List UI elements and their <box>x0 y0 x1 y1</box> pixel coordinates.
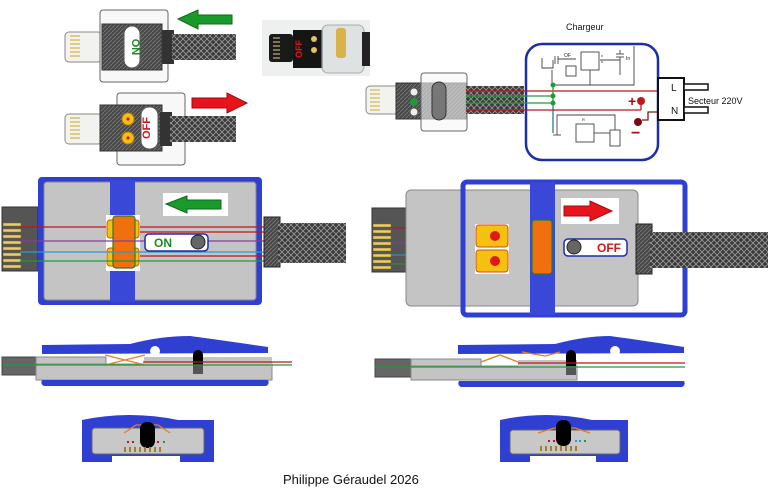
switch-off-label: OFF <box>597 241 621 255</box>
plug-prong <box>683 106 709 114</box>
off-label-pill <box>140 106 159 150</box>
top-view-on: ON <box>1 177 346 305</box>
braided-cable <box>278 223 346 263</box>
side-view-off <box>374 336 685 387</box>
orange-contact <box>531 219 553 275</box>
switch-knob-end <box>556 420 571 446</box>
braided-cable <box>650 232 768 268</box>
side-view-on <box>1 336 292 386</box>
plug-sketch-off: OFF <box>64 92 249 166</box>
product-photo: OFF <box>262 20 370 76</box>
charger-title: Chargeur <box>566 22 604 32</box>
arrow-right-red-icon <box>563 200 614 222</box>
braided-cable <box>170 116 236 142</box>
terminal-minus <box>634 118 642 126</box>
end-view-off <box>500 415 628 462</box>
housing-top <box>458 336 684 354</box>
terminal-L-label: L <box>671 83 677 94</box>
minus-sign: − <box>631 125 640 142</box>
schematic-label-s: s <box>601 59 603 64</box>
terminal-N-label: N <box>671 106 679 117</box>
mains-label: Secteur 220V <box>688 96 743 106</box>
switch-knob-end <box>140 422 155 448</box>
arrow-left-green-icon <box>164 195 222 214</box>
plug-prong <box>683 83 709 91</box>
on-label-pill <box>123 25 141 69</box>
schematic-label-v: v <box>601 53 603 58</box>
off-label: OFF <box>141 117 153 139</box>
photo-off-label: OFF <box>294 40 304 58</box>
author-credit: Philippe Géraudel 2026 <box>283 472 419 487</box>
switch-knob[interactable] <box>190 234 206 250</box>
orange-contact <box>112 215 136 269</box>
housing-bottom <box>458 381 685 387</box>
plug-to-charger <box>365 72 524 132</box>
terminal-plus <box>637 97 645 105</box>
end-view-on <box>82 415 214 462</box>
schematic-label-of: OF <box>564 53 571 59</box>
mains-plug <box>657 77 685 121</box>
plug-sketch-on: ON <box>64 9 236 83</box>
top-view-off: OFF <box>371 179 768 318</box>
housing-top <box>42 336 268 354</box>
plus-sign: + <box>628 93 636 109</box>
switch-on-label: ON <box>154 236 172 250</box>
arrow-left-green-icon <box>176 9 233 30</box>
braided-cable <box>172 34 236 60</box>
housing-bottom <box>41 380 269 386</box>
switch-knob[interactable] <box>566 239 582 255</box>
arrow-right-red-icon <box>191 92 249 114</box>
schematic-label-r: R <box>582 117 585 122</box>
schematic-label-in: In <box>626 56 630 62</box>
charger-schematic: OF In v s R + − <box>466 42 709 162</box>
on-label: ON <box>129 39 141 56</box>
